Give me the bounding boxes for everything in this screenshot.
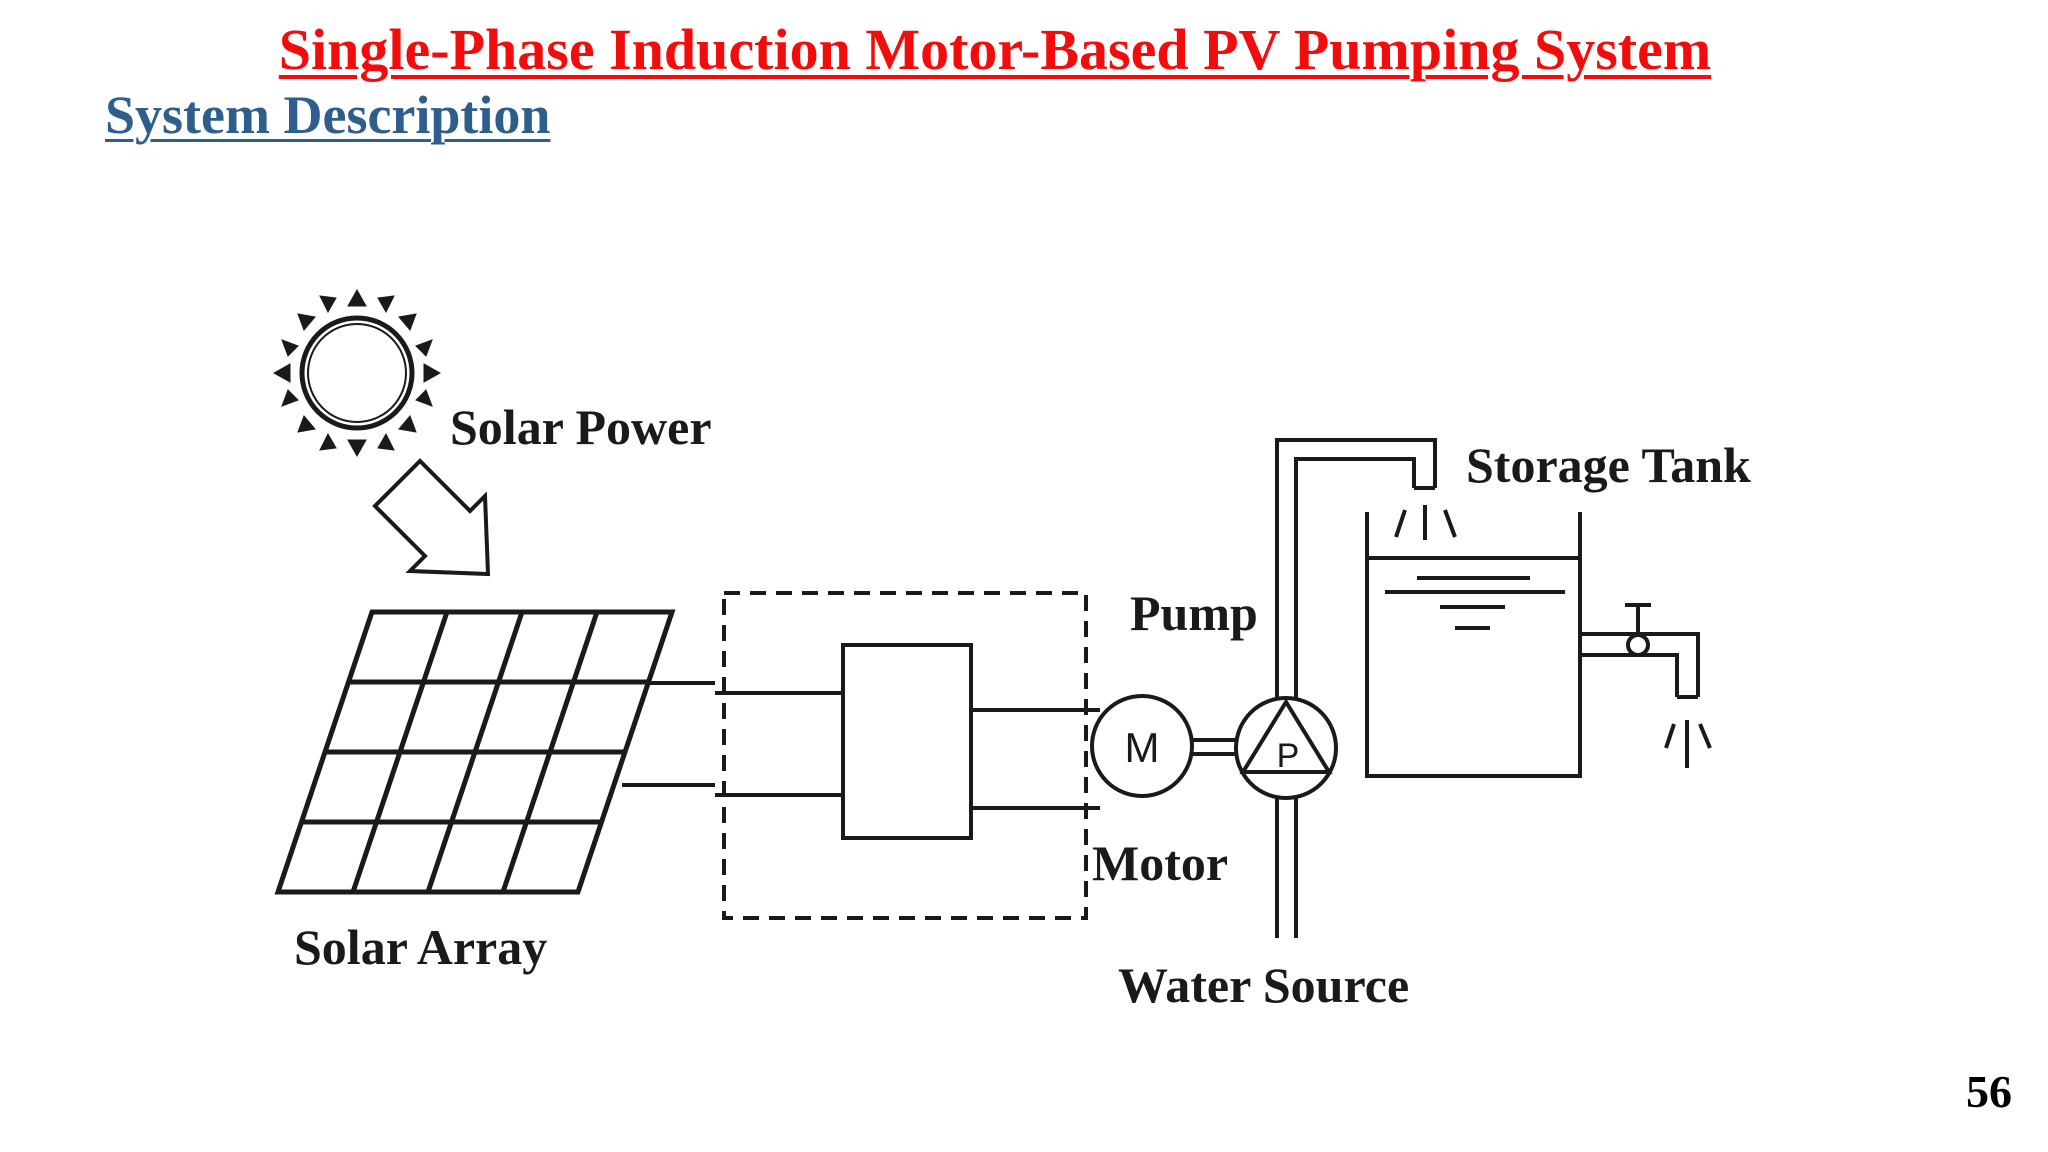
motor-label: Motor [1092, 835, 1228, 891]
tap-water-drops-icon [1664, 720, 1712, 768]
slide-title: Single-Phase Induction Motor-Based PV Pu… [278, 17, 1712, 82]
pump-label: Pump [1130, 585, 1258, 641]
pump-symbol: P [1234, 696, 1338, 800]
solar-power-label: Solar Power [450, 399, 712, 455]
arrow-down-right-icon [372, 458, 491, 577]
dc-wires [622, 681, 715, 787]
motor-letter: M [1125, 724, 1160, 771]
solar-array-label: Solar Array [294, 919, 547, 975]
solar-array [274, 609, 676, 895]
sun-icon [272, 288, 442, 458]
inverter-block [841, 643, 973, 840]
motor-symbol: M [1090, 694, 1194, 798]
water-pipe [1275, 438, 1437, 938]
motor-feed-wires [971, 708, 1100, 810]
pump-letter: P [1277, 737, 1300, 775]
water-source-label: Water Source [1118, 957, 1409, 1013]
page-number: 56 [1966, 1066, 2012, 1117]
controller-input-wires [715, 691, 843, 797]
storage-tank-label: Storage Tank [1466, 437, 1751, 493]
storage-tank [1365, 512, 1582, 778]
slide-subtitle: System Description [105, 85, 551, 145]
controller-box [722, 591, 1088, 920]
water-drops-icon [1394, 505, 1457, 540]
tap-icon [1580, 603, 1700, 699]
motor-pump-shaft [1192, 738, 1238, 756]
